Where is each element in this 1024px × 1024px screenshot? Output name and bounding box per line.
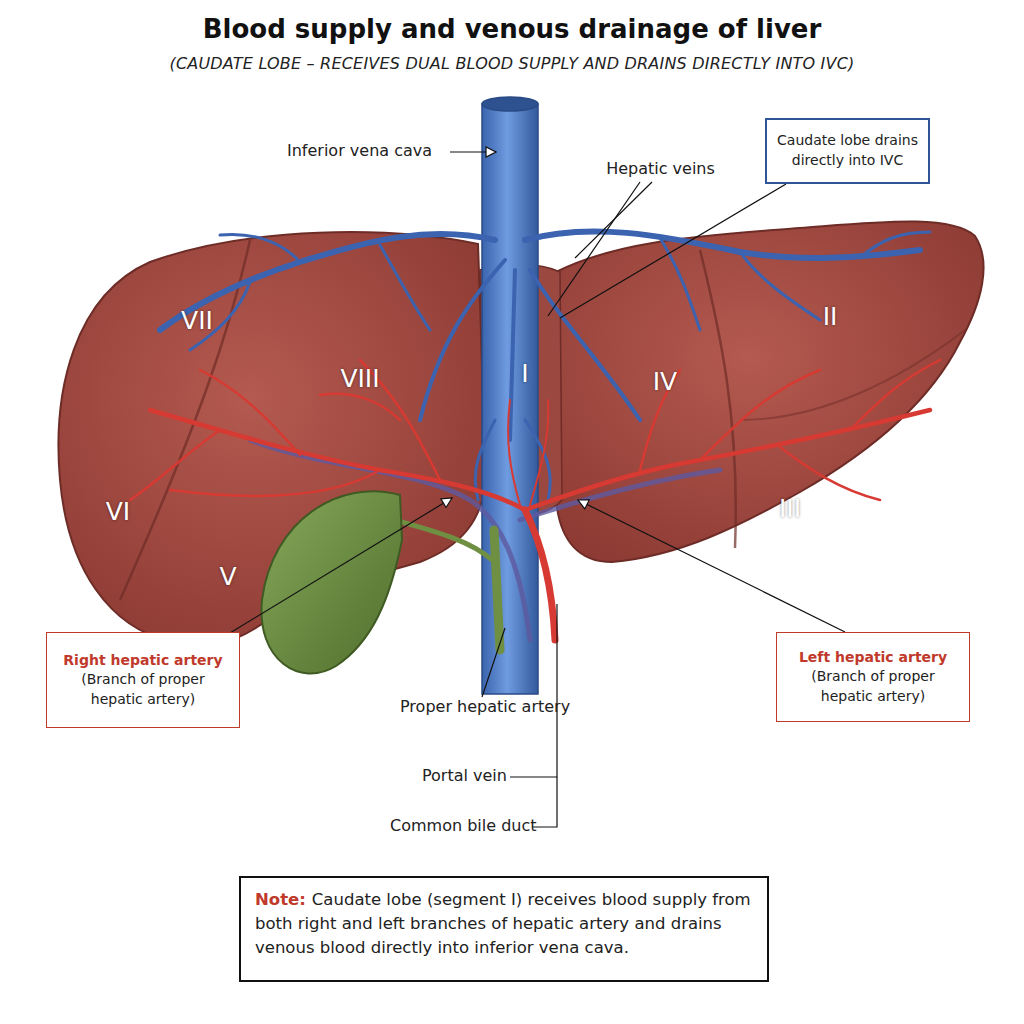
segment-fissure (700, 250, 736, 548)
segment-number: II (785, 302, 875, 331)
segment-number: VI (73, 497, 163, 526)
hepatic-arteries (130, 360, 940, 640)
segment-number: III (745, 494, 835, 523)
callout-box: Caudate lobe drains directly into IVC (765, 118, 930, 184)
part-label: Hepatic veins (598, 159, 723, 178)
box-text: Caudate lobe (segment I) receives blood … (255, 890, 751, 957)
common-bile-duct (494, 530, 500, 650)
gallbladder (261, 491, 402, 673)
segment-fissure (740, 330, 965, 420)
subtitle: (CAUDATE LOBE – RECEIVES DUAL BLOOD SUPP… (0, 54, 1024, 73)
cystic-duct (395, 520, 492, 560)
segment-number: IV (620, 367, 710, 396)
part-label: Inferior vena cava (287, 141, 452, 160)
ivc-opening (482, 97, 538, 111)
box-heading: Note: (255, 890, 306, 909)
callout-box: Left hepatic artery(Branch of proper hep… (776, 632, 970, 722)
callout-box: Right hepatic artery(Branch of proper he… (46, 632, 240, 728)
part-label: Common bile duct (390, 816, 540, 835)
part-label: Proper hepatic artery (400, 697, 575, 716)
part-label: Portal vein (422, 766, 522, 785)
box-text: (Branch of proper hepatic artery) (55, 670, 231, 709)
note-box: Note:Caudate lobe (segment I) receives b… (239, 876, 769, 982)
box-text: (Branch of proper hepatic artery) (785, 667, 961, 706)
leader-lines (225, 152, 845, 827)
box-heading: Left hepatic artery (799, 648, 947, 668)
segment-number: V (183, 562, 273, 591)
segment-number: VII (152, 306, 242, 335)
diagram-title: Blood supply and venous drainage of live… (0, 14, 1024, 44)
box-heading: Right hepatic artery (63, 651, 222, 671)
segment-number: I (480, 359, 570, 388)
box-text: Caudate lobe drains directly into IVC (775, 131, 920, 170)
segment-number: VIII (315, 364, 405, 393)
hepatic-veins (160, 231, 930, 500)
